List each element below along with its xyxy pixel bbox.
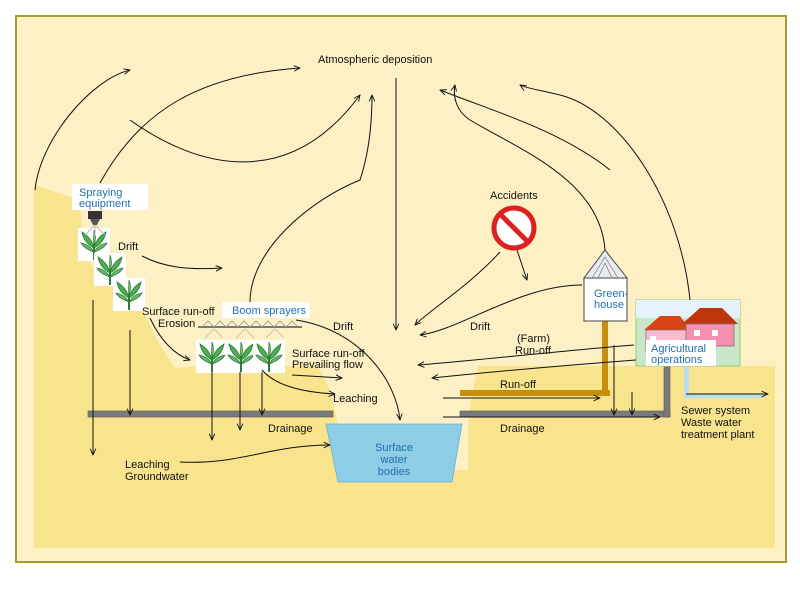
left-hillside [34, 185, 338, 548]
atmospheric-deposition-label: Atmospheric deposition [318, 54, 432, 66]
sewer-system-label: Sewer system [681, 405, 750, 417]
plant-icon [113, 278, 145, 311]
greenhouse-icon [583, 249, 629, 322]
sewer-system-label-3: treatment plant [681, 429, 754, 441]
drift-right-label: Drift [470, 321, 490, 333]
surface-runoff-flow-label: Surface run-off [292, 348, 366, 360]
drainage-pipe-left [87, 410, 334, 418]
surface-water-body [325, 423, 463, 483]
boom-sprayer-icon [198, 320, 302, 339]
surface-water-label-2: water [380, 454, 408, 466]
drainage-pipe-right [459, 410, 671, 418]
agricultural-operations-label-2: operations [651, 354, 703, 366]
plant-icon [225, 340, 257, 373]
surface-water-label: Surface [375, 442, 413, 454]
flow-arrows [34, 68, 768, 463]
surface-water-label-3: bodies [378, 466, 411, 478]
plant-icon [196, 340, 228, 373]
spraying-equipment-label: Spraying [79, 187, 122, 199]
leaching-groundwater-label: Leaching [125, 459, 170, 471]
farm-runoff-label: (Farm) [517, 333, 550, 345]
greenhouse-pipe [602, 320, 608, 396]
sewer-pipe [684, 354, 689, 396]
boom-sprayers-label: Boom sprayers [232, 305, 306, 317]
greenhouse-label-2: house [594, 299, 624, 311]
spray-nozzle-icon [84, 211, 106, 236]
accidents-label: Accidents [490, 190, 538, 202]
sewer-pipe-horizontal [684, 394, 764, 398]
greenhouse-label: Green- [594, 288, 629, 300]
agricultural-operations-box [646, 340, 716, 366]
farm-runoff-pipe [460, 390, 610, 396]
drift-left-label: Drift [118, 241, 138, 253]
leaching-label: Leaching [333, 393, 378, 405]
sewer-system-label-2: Waste water [681, 417, 742, 429]
spraying-equipment-label-2: equipment [79, 198, 130, 210]
drainage-left-label: Drainage [268, 423, 313, 435]
runoff-right-label: Run-off [500, 379, 537, 391]
drift-center-label: Drift [333, 321, 353, 333]
surface-runoff-flow-label-2: Prevailing flow [292, 359, 363, 371]
agricultural-operations-label: Agricultural [651, 343, 706, 355]
farm-runoff-label-2: Run-off [515, 345, 552, 357]
plant-icon [253, 340, 285, 373]
leaching-groundwater-label-2: Groundwater [125, 471, 189, 483]
surface-runoff-erosion-label: Surface run-off [142, 306, 216, 318]
bottom-ground [334, 470, 472, 548]
prohibition-icon [491, 205, 537, 251]
boom-sprayers-box [222, 302, 310, 318]
spraying-equipment-box [72, 184, 148, 210]
drainage-right-label: Drainage [500, 423, 545, 435]
surface-runoff-erosion-label-2: Erosion [158, 318, 195, 330]
